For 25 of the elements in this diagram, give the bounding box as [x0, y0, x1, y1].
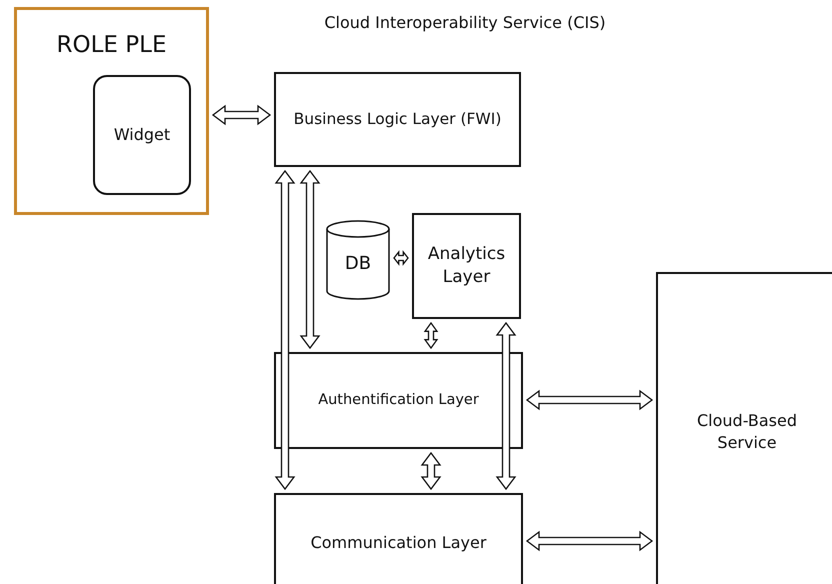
double-arrow: [526, 390, 654, 410]
layer-box: [274, 352, 523, 449]
node-label: Communication Layer: [310, 532, 488, 554]
double-arrow: [393, 250, 409, 266]
double-arrow: [420, 452, 442, 490]
layer-box: [412, 213, 521, 319]
double-arrow: [526, 530, 654, 552]
node-label: Business Logic Layer (FWI): [292, 109, 502, 130]
double-arrow: [300, 170, 320, 350]
widget-box: [93, 75, 191, 195]
environment-frame: [14, 7, 209, 215]
node-label: Authentification Layer: [317, 390, 480, 410]
frame-heading: ROLE PLE: [56, 32, 168, 58]
layer-box: [274, 72, 521, 167]
node-label: DB: [344, 252, 372, 276]
double-arrow: [424, 322, 438, 350]
double-arrow: [496, 322, 516, 490]
diagram-title: Cloud Interoperability Service (CIS): [323, 13, 607, 32]
node-label: Widget: [112, 124, 172, 146]
double-arrow: [212, 104, 272, 126]
layer-box: [656, 272, 832, 584]
node-label: Cloud-Based Service: [696, 410, 798, 454]
node-label: Analytics Layer: [426, 243, 506, 289]
double-arrow: [274, 170, 296, 490]
layer-box: [274, 493, 523, 584]
